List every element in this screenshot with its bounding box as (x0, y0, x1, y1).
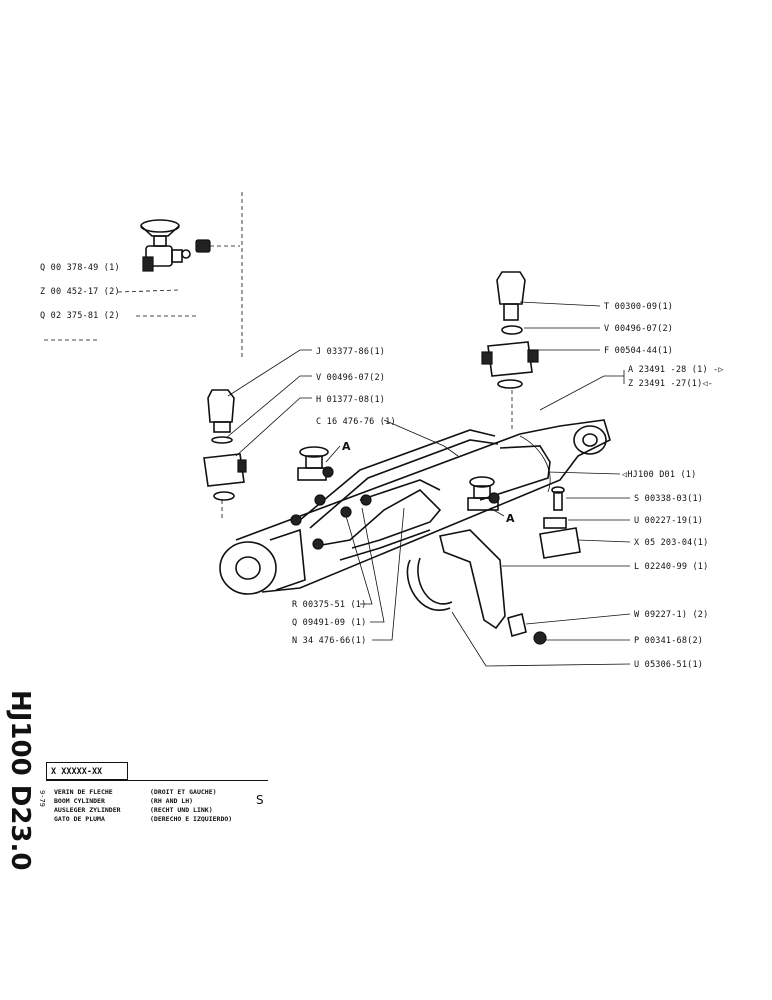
label-x05203-04: X 05 203-04(1) (634, 538, 708, 548)
label-u00227-19: U 00227-19(1) (634, 516, 703, 526)
clamp-bracket (406, 486, 581, 645)
label-w09227-11: W 09227-1) (2) (634, 610, 708, 620)
label-q02375-81: Q 02 375-81 (2) (40, 311, 120, 321)
title-name-es: GATO DE PLUMA (54, 815, 105, 823)
title-row-en: BOOM CYLINDER (RH AND LH) (54, 797, 193, 805)
label-r00375-51: R 00375-51 (1) (292, 600, 366, 610)
valve-block-right (481, 271, 539, 430)
title-name-fr: VERIN DE FLECHE (54, 788, 113, 796)
title-divider (46, 780, 268, 781)
sheet-letter: S (256, 793, 264, 807)
hydraulic-tubes (290, 429, 551, 561)
label-s00338-03: S 00338-03(1) (634, 494, 703, 504)
title-note-es: (DERECHO E IZQUIERDO) (150, 815, 233, 823)
label-p00341-68: P 00341-68(2) (634, 636, 703, 646)
side-date: 9-79 (36, 790, 46, 830)
label-n34476-66: N 34 476-66(1) (292, 636, 366, 646)
label-j03377-86: J 03377-86(1) (316, 347, 385, 357)
tee-valve-left (297, 446, 334, 481)
callout-a-bottom: A (506, 512, 515, 525)
label-z23491-27: Z 23491 -27(1)◁- (628, 379, 713, 389)
leader-lines (225, 301, 631, 667)
label-v00496-07-right: V 00496-07(2) (604, 324, 673, 334)
label-u05306-51: U 05306-51(1) (634, 660, 703, 670)
label-f00504-44: F 00504-44(1) (604, 346, 673, 356)
title-row-es: GATO DE PLUMA (DERECHO E IZQUIERDO) (54, 815, 232, 823)
label-hj100-d01: ◁HJ100 D01 (1) (621, 470, 696, 480)
callout-a-top: A (342, 440, 351, 453)
title-note-en: (RH AND LH) (150, 797, 194, 805)
label-l02240-99: L 02240-99 (1) (634, 562, 708, 572)
label-h01377-08: H 01377-08(1) (316, 395, 385, 405)
tee-valve-right (467, 476, 500, 511)
label-a23491-28: A 23491 -28 (1) -▷ (628, 365, 724, 375)
label-c16476-76: C 16 476-76 (1) (316, 417, 396, 427)
title-row-de: AUSLEGER ZYLINDER (RECHT UND LINK) (54, 806, 213, 814)
side-title: HJ100 D23.0 (5, 690, 35, 871)
boom-cylinder (219, 419, 611, 595)
label-t00300-09: T 00300-09(1) (604, 302, 673, 312)
title-name-de: AUSLEGER ZYLINDER (54, 806, 121, 814)
valve-assembly-top-left (140, 219, 240, 272)
title-note-de: (RECHT UND LINK) (150, 806, 213, 814)
part-code-box: X XXXXX-XX (46, 762, 128, 780)
side-date-text: 9-79 (38, 790, 46, 807)
title-row-fr: VERIN DE FLECHE (DROIT ET GAUCHE) (54, 788, 217, 796)
label-z00452-17: Z 00 452-17 (2) (40, 287, 120, 297)
title-block: X XXXXX-XX VERIN DE FLECHE (DROIT ET GAU… (46, 762, 268, 830)
label-q09491-09: Q 09491-09 (1) (292, 618, 366, 628)
valve-block-left (203, 389, 247, 520)
label-v00496-07-left: V 00496-07(2) (316, 373, 385, 383)
title-name-en: BOOM CYLINDER (54, 797, 105, 805)
label-q00378-49: Q 00 378-49 (1) (40, 263, 120, 273)
title-note-fr: (DROIT ET GAUCHE) (150, 788, 217, 796)
side-title-text: HJ100 D23.0 (5, 690, 35, 871)
